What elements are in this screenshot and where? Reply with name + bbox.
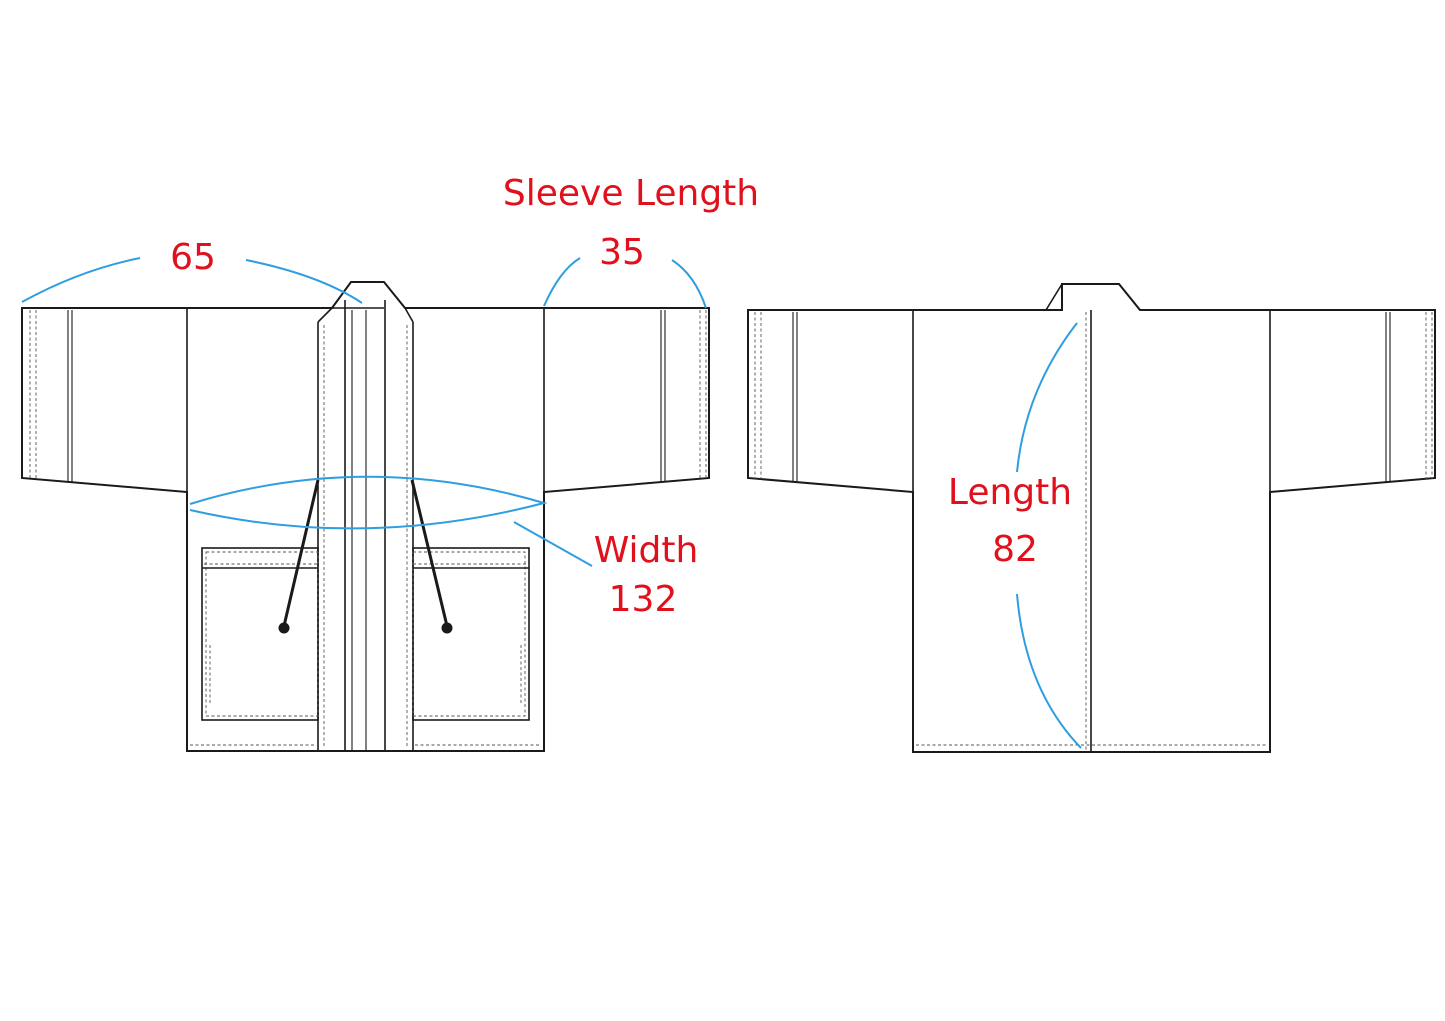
width-leader-line xyxy=(513,521,593,567)
body-width-arc-left xyxy=(21,257,141,303)
length-arc-top xyxy=(1016,322,1078,473)
right-tie-knot xyxy=(441,622,453,634)
back-view xyxy=(747,283,1436,753)
left-tie-knot xyxy=(278,622,290,634)
length-value: 82 xyxy=(992,529,1038,570)
sleeve-length-arc-left xyxy=(543,257,581,307)
measurement-lines xyxy=(21,257,1082,749)
width-value: 132 xyxy=(609,579,678,620)
back-collar xyxy=(1045,283,1141,311)
collar-shoulder-left xyxy=(317,307,333,323)
right-tie-string xyxy=(410,479,449,627)
measurement-labels: 65 Sleeve Length 35 Width 132 Length 82 xyxy=(170,173,1072,620)
width-title: Width xyxy=(594,530,699,571)
sleeve-length-value: 35 xyxy=(599,232,645,273)
sleeve-length-arc-right xyxy=(671,259,707,309)
body-width-value: 65 xyxy=(170,237,216,278)
front-view xyxy=(21,281,710,752)
left-tie-string xyxy=(282,479,320,627)
body-width-arc-right xyxy=(245,259,363,304)
length-title: Length xyxy=(948,472,1072,513)
sleeve-length-title: Sleeve Length xyxy=(503,173,759,214)
length-arc-bottom xyxy=(1016,593,1082,749)
collar-shoulder-right xyxy=(404,307,414,323)
width-ellipse xyxy=(189,475,548,530)
